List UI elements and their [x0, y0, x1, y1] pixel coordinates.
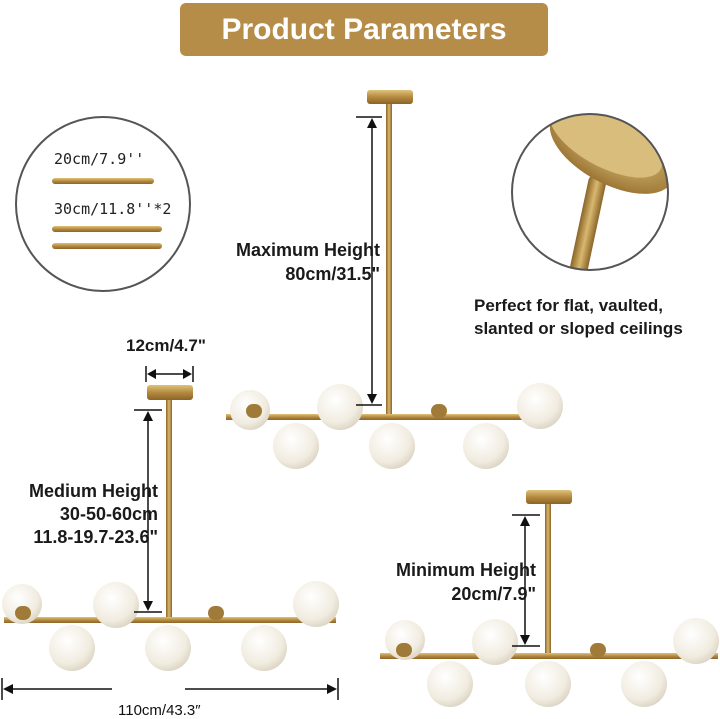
dimension-lines [1, 116, 540, 700]
min-height-line1: Minimum Height [396, 560, 536, 580]
ceilings-note-line2: slanted or sloped ceilings [474, 319, 683, 338]
rods-inset [15, 116, 191, 292]
canopy-inset [511, 113, 669, 271]
page-title: Product Parameters [221, 12, 507, 46]
fixture-medium [2, 385, 339, 671]
medium-height-label: Medium Height 30-50-60cm 11.8-19.7-23.6" [0, 480, 158, 549]
ceilings-note-line1: Perfect for flat, vaulted, [474, 296, 663, 315]
fixture-maximum [226, 90, 563, 469]
rod-short-label: 20cm/7.9'' [54, 150, 145, 168]
max-height-line2: 80cm/31.5" [285, 264, 380, 284]
total-width-label: 110cm/43.3″ [118, 702, 201, 719]
title-banner: Product Parameters [180, 3, 548, 56]
canopy-width-label: 12cm/4.7" [126, 336, 206, 355]
rod-long-2 [52, 243, 162, 249]
rod-long-1 [52, 226, 162, 232]
min-height-line2: 20cm/7.9" [451, 584, 536, 604]
medium-height-line1: Medium Height [29, 481, 158, 501]
max-height-line1: Maximum Height [235, 240, 380, 260]
ceilings-note: Perfect for flat, vaulted, slanted or sl… [474, 294, 683, 340]
medium-height-line2: 30-50-60cm [59, 504, 158, 524]
rod-short [52, 178, 154, 184]
max-height-label: Maximum Height 80cm/31.5" [210, 238, 380, 286]
fixture-minimum [380, 490, 719, 707]
medium-height-line3: 11.8-19.7-23.6" [33, 527, 158, 547]
rod-long-label: 30cm/11.8''*2 [54, 200, 172, 218]
min-height-label: Minimum Height 20cm/7.9" [370, 558, 536, 606]
